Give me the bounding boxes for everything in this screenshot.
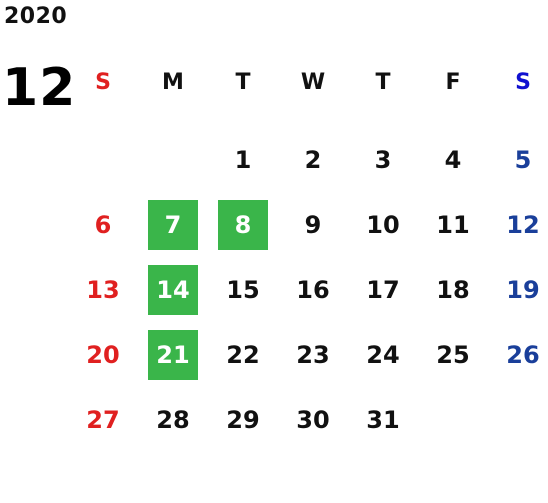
day-cell[interactable]: 6 [68,192,138,257]
day-number: 28 [156,405,190,434]
day-number: 17 [366,275,400,304]
day-cell[interactable]: 15 [208,257,278,322]
day-number [78,135,128,185]
day-cell[interactable]: 19 [488,257,548,322]
day-cell[interactable]: 26 [488,322,548,387]
day-number [428,395,478,445]
day-cell[interactable]: 14 [138,257,208,322]
day-cell[interactable]: 28 [138,387,208,452]
day-number: 4 [444,145,462,174]
day-cell[interactable]: 25 [418,322,488,387]
day-number: 8 [218,199,268,250]
day-cell[interactable]: 2 [278,127,348,192]
day-number: 13 [86,275,120,304]
weekday-monday: M [162,69,184,95]
day-number: 5 [514,145,532,174]
day-number: 31 [366,405,400,434]
empty-day-cell [68,127,138,192]
day-cell[interactable]: 29 [208,387,278,452]
day-cell[interactable]: 4 [418,127,488,192]
day-number: 25 [436,340,470,369]
day-number: 2 [304,145,322,174]
day-number: 19 [506,275,540,304]
day-cell[interactable]: 1 [208,127,278,192]
day-cell[interactable]: 21 [138,322,208,387]
weekday-header: S M T W T F S [68,62,548,102]
day-cell[interactable]: 27 [68,387,138,452]
day-number: 30 [296,405,330,434]
day-cell[interactable]: 3 [348,127,418,192]
day-number: 21 [148,329,198,380]
weekday-tuesday: T [235,69,251,95]
weekday-sunday: S [95,69,111,95]
day-number: 16 [296,275,330,304]
day-cell[interactable]: 13 [68,257,138,322]
day-cell[interactable]: 5 [488,127,548,192]
day-number: 9 [304,210,322,239]
day-number: 26 [506,340,540,369]
day-cell[interactable]: 31 [348,387,418,452]
month-label: 12 [2,58,77,118]
day-cell[interactable]: 18 [418,257,488,322]
day-number: 22 [226,340,260,369]
day-number: 20 [86,340,120,369]
day-cell[interactable]: 17 [348,257,418,322]
empty-day-cell [138,127,208,192]
day-cell[interactable]: 22 [208,322,278,387]
weekday-friday: F [445,69,461,95]
day-number: 15 [226,275,260,304]
day-number: 10 [366,210,400,239]
day-cell[interactable]: 30 [278,387,348,452]
weekday-wednesday: W [300,69,326,95]
empty-day-cell [488,387,548,452]
day-number: 18 [436,275,470,304]
day-number: 3 [374,145,392,174]
day-number: 7 [148,199,198,250]
day-cell[interactable]: 16 [278,257,348,322]
day-number: 11 [436,210,470,239]
day-cell[interactable]: 12 [488,192,548,257]
day-number: 29 [226,405,260,434]
day-number: 23 [296,340,330,369]
day-number: 27 [86,405,120,434]
empty-day-cell [418,387,488,452]
weekday-saturday: S [515,69,531,95]
day-number [148,135,198,185]
day-cell[interactable]: 24 [348,322,418,387]
day-cell[interactable]: 7 [138,192,208,257]
day-cell[interactable]: 23 [278,322,348,387]
day-number: 6 [94,210,112,239]
day-cell[interactable]: 8 [208,192,278,257]
day-cell[interactable]: 11 [418,192,488,257]
day-number: 14 [148,264,198,315]
day-cell[interactable]: 20 [68,322,138,387]
year-label: 2020 [4,4,68,29]
day-cell[interactable]: 9 [278,192,348,257]
day-number: 1 [234,145,252,174]
day-cell[interactable]: 10 [348,192,418,257]
day-number: 12 [506,210,540,239]
weekday-thursday: T [375,69,391,95]
day-number [498,395,548,445]
day-number: 24 [366,340,400,369]
